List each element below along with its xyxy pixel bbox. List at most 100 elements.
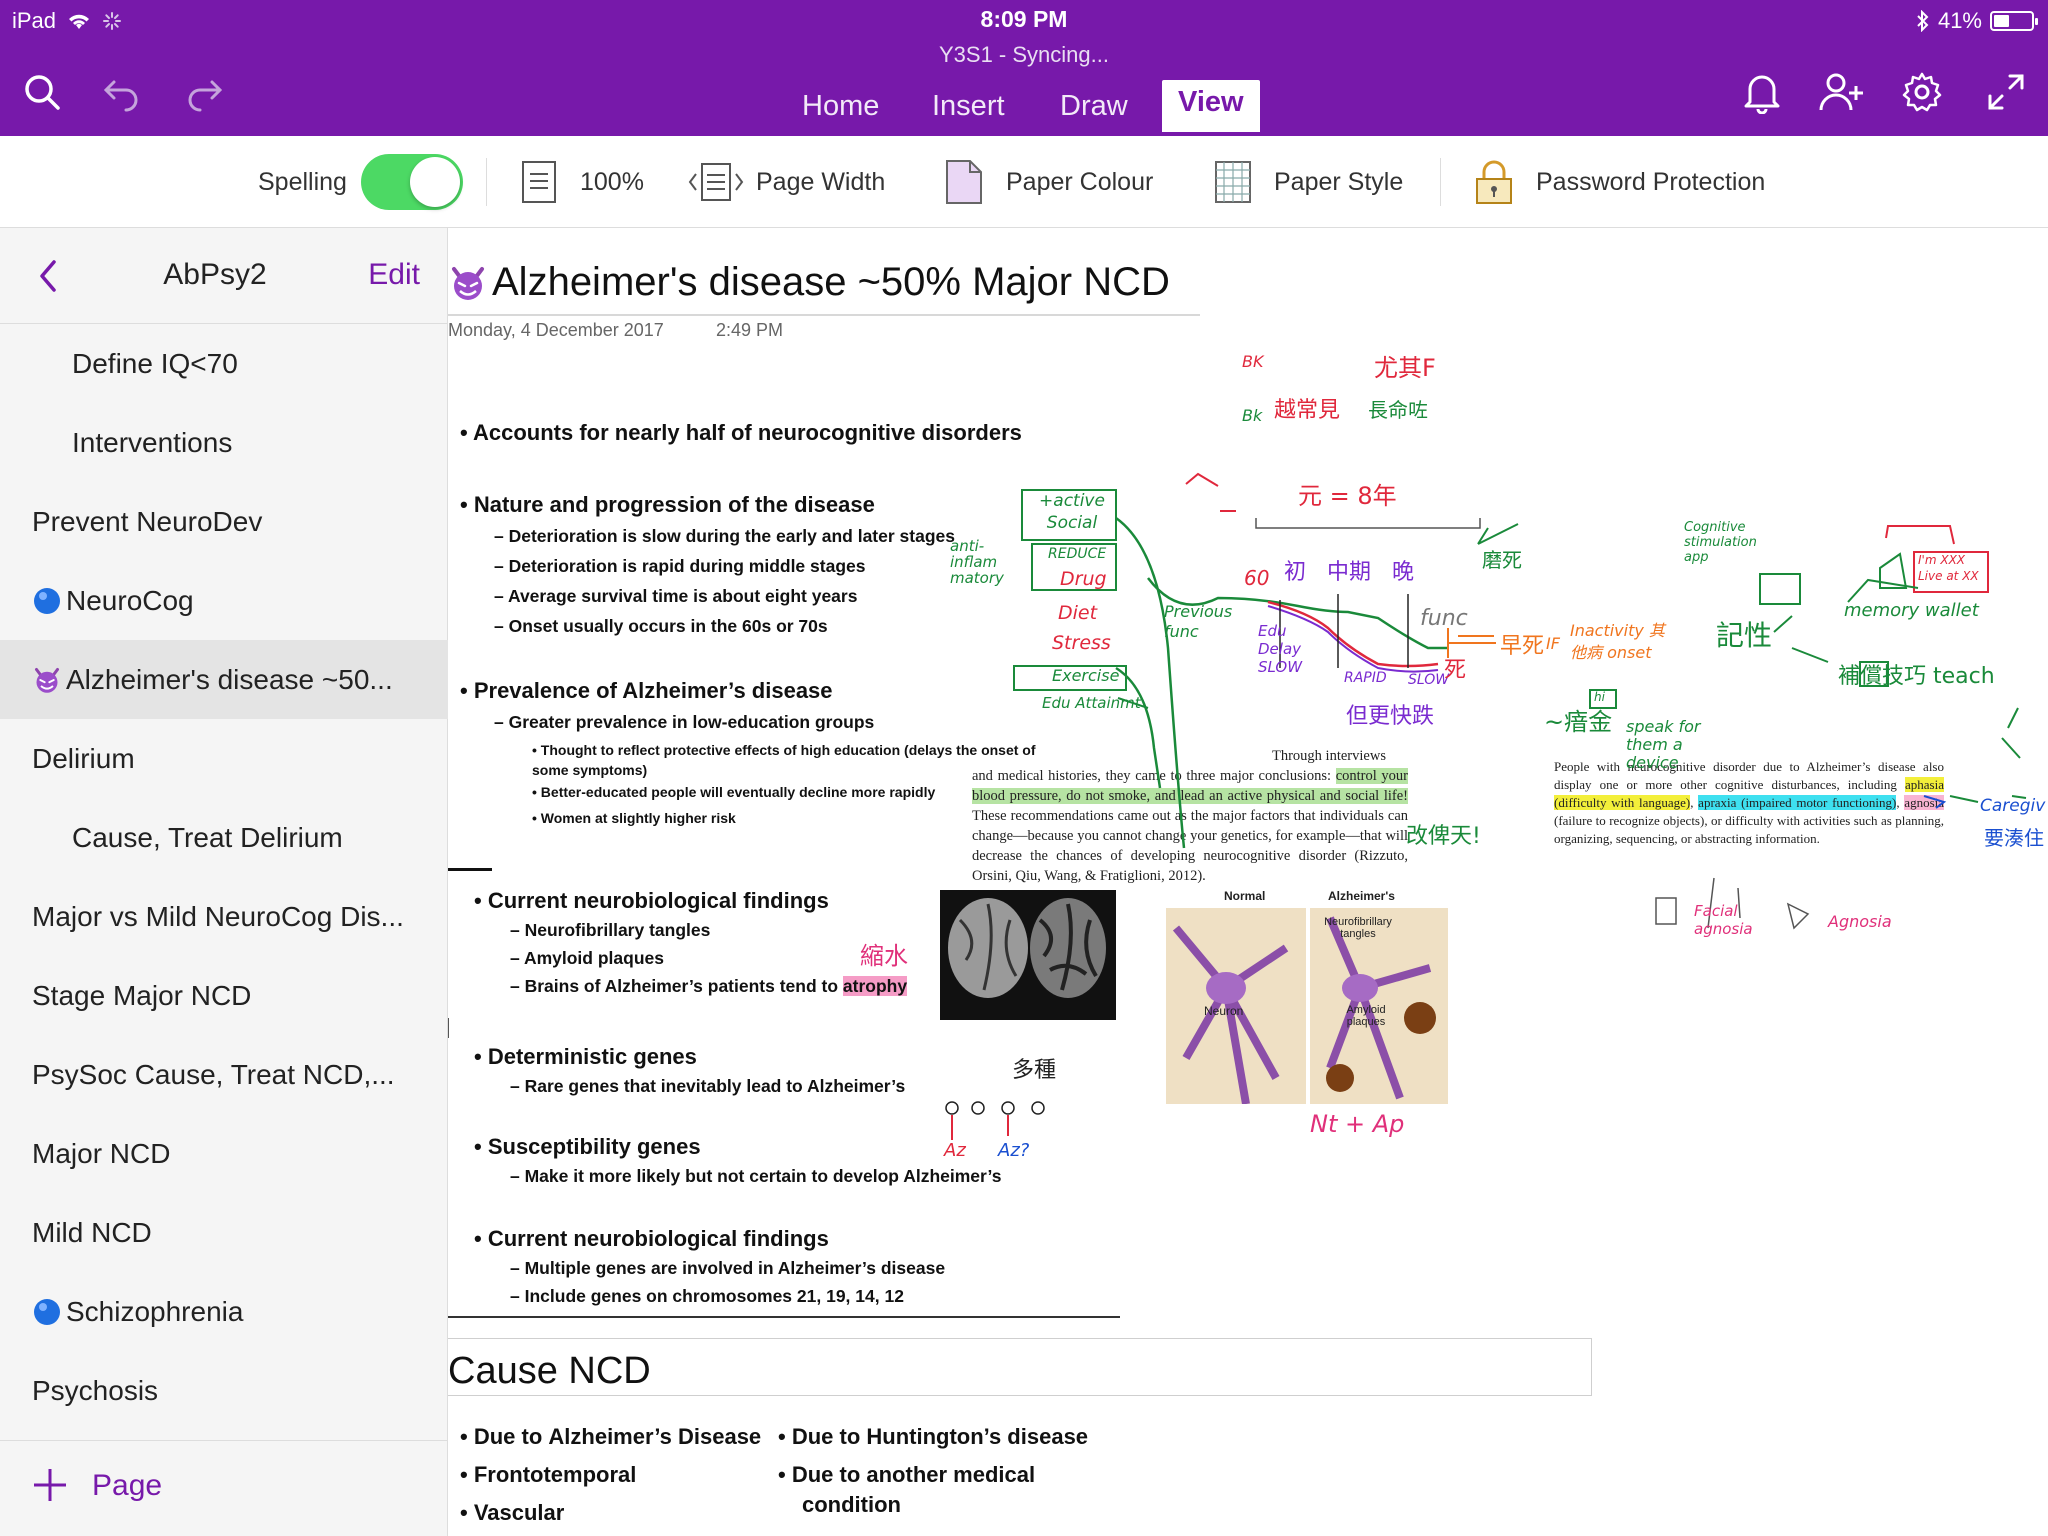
ink-early-death: 早死 (1500, 634, 1545, 659)
fullscreen-expand-icon[interactable] (1982, 68, 2030, 116)
textbook-excerpt-disturbances: People with neurocognitive disorder due … (1554, 759, 1945, 846)
ink-more-common: 越常見 (1274, 398, 1341, 423)
slide-subitem: Deterioration is rapid during middle sta… (494, 556, 866, 577)
ink-diet: Diet (1058, 602, 1098, 624)
tab-view[interactable]: View (1162, 80, 1260, 132)
tab-home[interactable]: Home (802, 90, 880, 122)
ink-bk-2: Bk (1242, 406, 1263, 425)
ink-longevity: 長命咗 (1368, 398, 1428, 422)
ink-compensate-teach: 補償技巧 teach (1838, 664, 1995, 689)
sidebar-page-item[interactable]: NeuroCog (0, 561, 448, 640)
undo-icon[interactable] (98, 68, 146, 116)
paper-style-button[interactable]: Paper Style (1214, 136, 1403, 228)
slide-subitem: Neurofibrillary tangles (510, 920, 711, 941)
ink-anti-inflammatory: anti- inflam matory (950, 537, 1004, 587)
slide-subsubitem: Better-educated people will eventually d… (532, 784, 935, 800)
cause-title[interactable]: Cause NCD (448, 1350, 651, 1392)
activity-spinner-icon (103, 12, 122, 30)
sidebar-page-item[interactable]: Alzheimer's disease ~50... (0, 640, 448, 719)
cause-item-vascular: Vascular (460, 1500, 565, 1526)
ink-caregiver: Caregiv (1980, 796, 2046, 816)
sidebar-page-item[interactable]: Cause, Treat Delirium (0, 798, 448, 877)
sidebar-page-item[interactable]: Delirium (0, 719, 448, 798)
devil-emoji-icon (452, 266, 484, 300)
ink-previous-func: Previous func (1164, 602, 1233, 641)
note-canvas[interactable]: Alzheimer's disease ~50% Major NCD Monda… (448, 228, 2048, 1536)
sidebar-page-item[interactable]: Major NCD (0, 1114, 448, 1193)
paper-style-grid-icon (1215, 161, 1251, 203)
ink-func: func (1420, 606, 1468, 631)
ink-aphasia-note: ~瘖金 (1544, 708, 1613, 736)
ink-stress: Stress (1052, 632, 1111, 654)
edit-button[interactable]: Edit (368, 258, 420, 291)
ink-eight-years: 元 = 8年 (1298, 482, 1397, 510)
ink-agnosia: Agnosia (1828, 912, 1892, 931)
sidebar-page-item[interactable]: Prevent NeuroDev (0, 482, 448, 561)
normal-neuron-image: Neuron (1166, 908, 1306, 1105)
sidebar-page-item[interactable]: PsySoc Cause, Treat NCD,... (0, 1035, 448, 1114)
zoom-button[interactable]: 100% (520, 136, 644, 228)
ink-especially-f: 尤其F (1374, 354, 1436, 382)
ink-reduce: REDUCE (1048, 546, 1107, 562)
password-protection-button[interactable]: Password Protection (1474, 136, 1765, 228)
ink-can-change: 改俾天! (1406, 824, 1481, 849)
sidebar-page-label: Delirium (32, 742, 135, 774)
slide-subsubitem: Women at slightly higher risk (532, 810, 736, 826)
ink-memory: 記性 (1716, 619, 1773, 652)
sidebar-page-label: NeuroCog (66, 584, 194, 616)
page-title[interactable]: Alzheimer's disease ~50% Major NCD (448, 260, 1170, 305)
sidebar-page-item[interactable]: Mild NCD (0, 1193, 448, 1272)
page-width-button[interactable]: Page Width (688, 136, 885, 228)
slide-subitem: Amyloid plaques (510, 948, 664, 969)
add-page-button[interactable]: Page (92, 1469, 163, 1502)
spelling-toggle[interactable] (360, 154, 463, 210)
sidebar-page-label: Define IQ<70 (72, 347, 238, 379)
paper-colour-label: Paper Colour (1006, 167, 1154, 196)
redo-icon[interactable] (180, 68, 228, 116)
slide-bullet-findings-2: Current neurobiological findings (474, 1226, 829, 1252)
cause-item-medical: Due to another medical (778, 1462, 1035, 1488)
ink-hi: hi (1594, 690, 1605, 704)
slide-subitem: Average survival time is about eight yea… (494, 586, 858, 607)
sidebar-page-label: Major NCD (32, 1137, 171, 1169)
tangles-label: Neurofibrillary tangles (1324, 916, 1392, 940)
sidebar-page-item[interactable]: Define IQ<70 (0, 324, 448, 403)
sidebar-page-label: Major vs Mild NeuroCog Dis... (32, 900, 404, 932)
tab-draw[interactable]: Draw (1060, 90, 1128, 122)
sidebar-page-item[interactable]: Psychosis (0, 1351, 448, 1430)
slide-subitem: Deterioration is slow during the early a… (494, 526, 955, 547)
tab-insert[interactable]: Insert (932, 90, 1005, 122)
ink-wear-death: 磨死 (1482, 548, 1522, 572)
ink-edu-attainment: Edu Attainmt (1042, 694, 1141, 712)
status-time: 8:09 PM (980, 6, 1068, 32)
paper-colour-button[interactable]: Paper Colour (944, 136, 1153, 228)
add-person-share-icon[interactable] (1818, 68, 1866, 116)
password-protection-label: Password Protection (1536, 167, 1766, 196)
sidebar-page-item[interactable]: Major vs Mild NeuroCog Dis... (0, 877, 448, 956)
plaques-label: Amyloid plaques (1346, 1004, 1386, 1028)
page-time: 2:49 PM (716, 320, 784, 340)
spelling-toggle-group[interactable]: Spelling (258, 136, 463, 228)
sidebar-page-item[interactable]: Stage Major NCD (0, 956, 448, 1035)
sidebar-page-label: PsySoc Cause, Treat NCD,... (32, 1058, 395, 1090)
ink-many-types: 多種 (1012, 1058, 1057, 1083)
plus-icon[interactable] (30, 1465, 70, 1505)
figure-label-normal: Normal (1224, 889, 1266, 903)
notifications-bell-icon[interactable] (1738, 68, 1786, 116)
search-icon[interactable] (18, 68, 66, 116)
slide-bullet-nature: Nature and progression of the disease (460, 492, 875, 518)
ink-sixty: 60 (1244, 566, 1270, 590)
sidebar-page-item[interactable]: Schizophrenia (0, 1272, 448, 1351)
sidebar-page-item[interactable]: Interventions (0, 403, 448, 482)
slide-edge-mark (448, 1018, 449, 1038)
ink-if: IF (1546, 634, 1560, 653)
cause-item-alzheimers: Due to Alzheimer’s Disease (460, 1424, 761, 1450)
ink-rapid: RAPID (1344, 670, 1387, 686)
page-title-text: Alzheimer's disease ~50% Major NCD (492, 260, 1170, 304)
back-chevron-icon[interactable] (30, 252, 70, 300)
settings-gear-icon[interactable] (1898, 68, 1946, 116)
figure-label-alzheimers: Alzheimer's (1328, 889, 1395, 903)
view-ribbon: Spelling 100% Page Width Paper Colour Pa… (0, 136, 2048, 228)
sidebar-page-label: Cause, Treat Delirium (72, 821, 343, 853)
